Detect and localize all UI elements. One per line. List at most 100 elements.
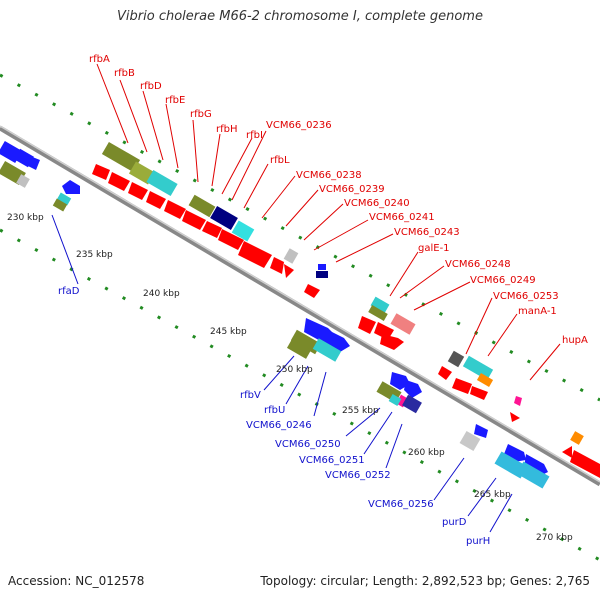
outer-dot-track [0, 73, 600, 402]
gene-cyan[interactable] [388, 394, 402, 406]
gene-forward[interactable] [182, 210, 206, 230]
genome-backbone-highlight [0, 125, 600, 483]
gene-label[interactable]: rfbG [190, 109, 212, 120]
gene-forward[interactable] [562, 446, 572, 458]
gene-label[interactable]: VCM66_0253 [493, 291, 559, 302]
gene-forward[interactable] [164, 200, 186, 219]
gene-label[interactable]: VCM66_0240 [344, 198, 410, 209]
gene-cyan[interactable] [146, 169, 178, 197]
gene-forward[interactable] [270, 257, 284, 274]
gene-forward[interactable] [128, 182, 148, 200]
gene-orange[interactable] [476, 373, 494, 387]
gene-label[interactable]: rfbV [240, 390, 261, 401]
gene-olive[interactable] [188, 194, 216, 218]
gene-navy[interactable] [210, 205, 238, 231]
gene-label[interactable]: VCM66_0246 [246, 420, 312, 431]
gene-forward[interactable] [510, 412, 520, 422]
gene-label[interactable]: VCM66_0256 [368, 499, 434, 510]
gene-cyan[interactable] [231, 220, 255, 242]
gene-magenta[interactable] [396, 394, 408, 408]
gene-orange[interactable] [570, 431, 584, 445]
gene-forward[interactable] [218, 229, 244, 250]
gene-cyan[interactable] [56, 192, 72, 206]
gene-label[interactable]: rfbI [246, 130, 263, 141]
gene-magenta[interactable] [514, 396, 522, 406]
gene-labels-bottom: rfaD rfbV rfbU VCM66_0246 VCM66_0250 VCM… [58, 286, 490, 547]
gene-label[interactable]: rfbL [270, 155, 290, 166]
gene-label[interactable]: VCM66_0241 [369, 212, 435, 223]
gene-cluster-hupa [562, 431, 600, 478]
gene-grey[interactable] [283, 248, 299, 264]
gene-reverse[interactable] [404, 380, 422, 398]
gene-navy[interactable] [316, 271, 328, 278]
gene-cyan[interactable] [370, 296, 390, 314]
gene-cyan[interactable] [462, 355, 494, 381]
gene-cyan[interactable] [312, 338, 342, 362]
gene-forward[interactable] [304, 284, 320, 298]
gene-olive[interactable] [101, 141, 141, 173]
gene-forward[interactable] [146, 191, 166, 209]
tick-label: 260 kbp [408, 448, 445, 458]
gene-label[interactable]: purH [466, 536, 490, 547]
gene-label[interactable]: purD [442, 517, 467, 528]
gene-forward[interactable] [452, 378, 472, 394]
gene-cyan[interactable] [516, 461, 550, 489]
gene-label[interactable]: VCM66_0243 [394, 227, 460, 238]
gene-forward[interactable] [438, 366, 452, 380]
topology-text: Topology: circular; Length: 2,892,523 bp… [260, 574, 590, 588]
gene-label[interactable]: VCM66_0250 [275, 439, 341, 450]
gene-reverse[interactable] [474, 424, 488, 438]
gene-forward[interactable] [570, 450, 600, 478]
gene-reverse[interactable] [322, 328, 350, 352]
tick-label: 250 kbp [276, 365, 313, 375]
gene-cluster-0256 [459, 424, 550, 489]
gene-label[interactable]: rfbU [264, 405, 285, 416]
gene-label[interactable]: VCM66_0248 [445, 259, 511, 270]
gene-cluster-rfbv [286, 318, 350, 362]
gene-label[interactable]: VCM66_0236 [266, 120, 332, 131]
gene-forward[interactable] [92, 164, 110, 180]
gene-cluster-gale [358, 296, 416, 350]
gene-label[interactable]: hupA [562, 335, 588, 346]
gene-forward[interactable] [380, 334, 404, 350]
gene-label[interactable]: rfbH [216, 124, 238, 135]
map-title: Vibrio cholerae M66-2 chromosome I, comp… [117, 9, 483, 24]
gene-pink[interactable] [390, 313, 416, 335]
gene-navy[interactable] [402, 394, 422, 414]
gene-label[interactable]: rfbD [140, 81, 162, 92]
gene-reverse[interactable] [318, 264, 326, 270]
gene-reverse[interactable] [28, 156, 40, 170]
gene-label[interactable]: VCM66_0249 [470, 275, 536, 286]
gene-label[interactable]: galE-1 [418, 243, 450, 254]
gene-cluster-rfb [92, 141, 328, 298]
gene-forward[interactable] [470, 386, 488, 400]
gene-label[interactable]: manA-1 [518, 306, 557, 317]
gene-reverse[interactable] [62, 180, 80, 194]
gene-label[interactable]: rfbE [165, 95, 185, 106]
tick-label: 245 kbp [210, 327, 247, 337]
gene-cluster-0248 [438, 350, 522, 422]
gene-forward[interactable] [238, 241, 272, 268]
gene-forward[interactable] [284, 264, 294, 278]
gene-label[interactable]: VCM66_0238 [296, 170, 362, 181]
gene-label[interactable]: VCM66_0251 [299, 455, 365, 466]
gene-cluster-0250 [376, 372, 422, 414]
gene-forward[interactable] [108, 172, 130, 191]
gene-label[interactable]: rfbA [89, 54, 110, 65]
gene-label[interactable]: VCM66_0252 [325, 470, 391, 481]
gene-forward[interactable] [374, 322, 394, 340]
gene-grey[interactable] [16, 174, 30, 188]
gene-forward[interactable] [202, 221, 222, 238]
inner-dot-track [0, 228, 600, 562]
gene-label[interactable]: rfbB [114, 68, 135, 79]
gene-label[interactable]: rfaD [58, 286, 80, 297]
gene-grey-dark[interactable] [447, 350, 465, 368]
gene-forward[interactable] [358, 316, 376, 334]
gene-olive[interactable] [52, 198, 68, 212]
gene-cluster-left [0, 140, 80, 212]
gene-label[interactable]: VCM66_0239 [319, 184, 385, 195]
gene-olive[interactable] [286, 339, 312, 359]
accession-text: Accession: NC_012578 [8, 574, 145, 588]
gene-grey[interactable] [459, 430, 481, 452]
gene-olive[interactable] [368, 305, 388, 321]
